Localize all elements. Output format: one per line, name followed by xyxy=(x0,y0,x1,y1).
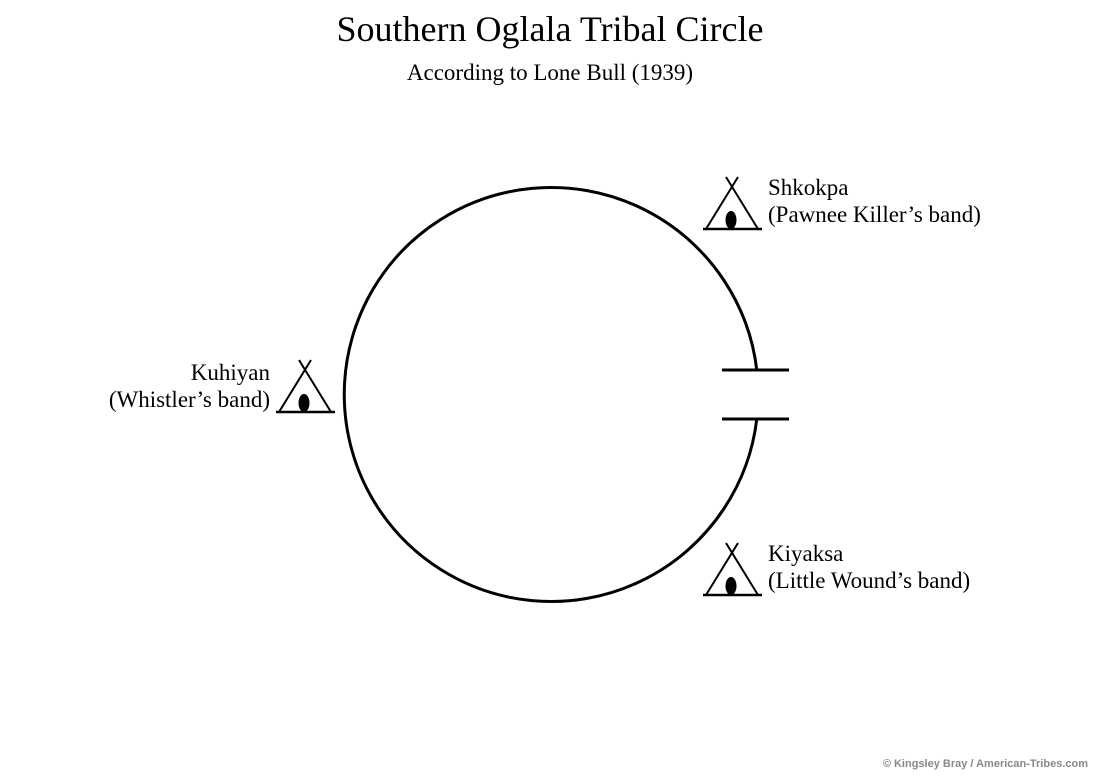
band-label-kiyaksa: Kiyaksa (Little Wound’s band) xyxy=(768,540,970,594)
tipi-icon xyxy=(274,358,337,414)
band-name: Kuhiyan xyxy=(190,360,270,385)
copyright-credit: © Kingsley Bray / American-Tribes.com xyxy=(882,758,1088,770)
band-name: Kiyaksa xyxy=(768,541,844,566)
band-name: Shkokpa xyxy=(768,175,849,200)
tipi-icon xyxy=(701,175,764,231)
diagram-subtitle: According to Lone Bull (1939) xyxy=(406,60,694,85)
band-leader: (Pawnee Killer’s band) xyxy=(768,202,981,227)
camp-circle xyxy=(342,186,759,603)
band-label-kuhiyan: Kuhiyan (Whistler’s band) xyxy=(109,359,270,413)
diagram-title: Southern Oglala Tribal Circle xyxy=(336,9,764,49)
band-leader: (Little Wound’s band) xyxy=(768,568,971,593)
band-label-shkokpa: Shkokpa (Pawnee Killer’s band) xyxy=(768,174,981,228)
tipi-icon xyxy=(701,541,764,597)
band-leader: (Whistler’s band) xyxy=(108,387,270,412)
